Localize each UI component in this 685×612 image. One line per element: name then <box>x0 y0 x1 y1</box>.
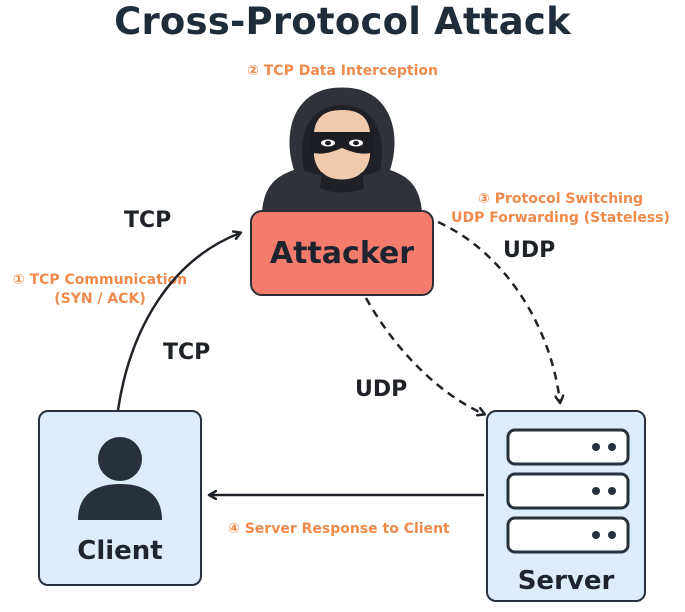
server-box: Server <box>486 410 646 602</box>
arrow-client-to-attacker <box>116 233 240 411</box>
protocol-label-udp-middle: UDP <box>355 377 408 402</box>
protocol-label-udp-right: UDP <box>503 238 556 263</box>
step3-line2: UDP Forwarding (Stateless) <box>451 210 670 226</box>
diagram-title: Cross-Protocol Attack <box>114 0 571 43</box>
arrow-attacker-to-server-middle <box>364 297 484 414</box>
step2-label: ② TCP Data Interception <box>247 63 438 79</box>
protocol-label-tcp-upper: TCP <box>124 208 172 233</box>
step3-label: ③ Protocol Switching UDP Forwarding (Sta… <box>436 190 685 228</box>
client-label: Client <box>77 536 163 566</box>
step1-label: ① TCP Communication (SYN / ACK) <box>0 271 200 309</box>
step3-line1: ③ Protocol Switching <box>478 191 643 207</box>
step4-label: ④ Server Response to Client <box>228 521 450 537</box>
arrow-attacker-to-server-right <box>437 220 560 402</box>
attacker-box: Attacker <box>250 210 434 296</box>
step1-line1: ① TCP Communication <box>12 272 188 288</box>
step1-line2: (SYN / ACK) <box>54 291 146 307</box>
attacker-label: Attacker <box>269 235 415 271</box>
client-box: Client <box>38 410 202 586</box>
server-label: Server <box>517 566 615 596</box>
server-rack-icon <box>506 428 630 554</box>
user-silhouette-icon <box>78 437 162 520</box>
protocol-label-tcp-lower: TCP <box>163 340 211 365</box>
